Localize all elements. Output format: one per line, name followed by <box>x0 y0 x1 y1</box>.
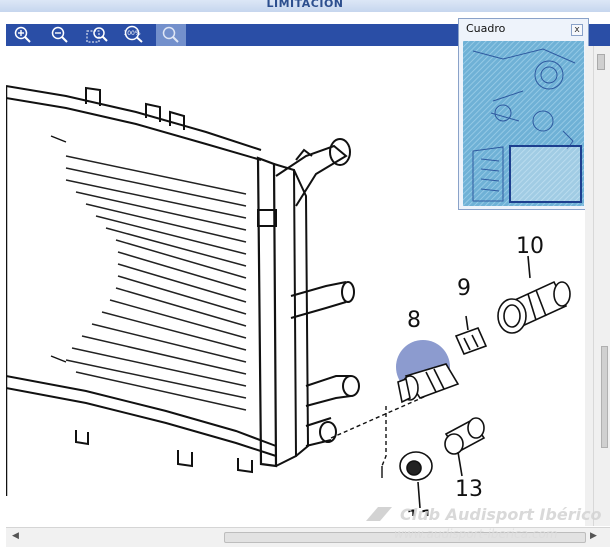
overview-map[interactable] <box>463 41 584 206</box>
window-title-text: LIMITACION <box>266 0 344 10</box>
overview-thumbnail <box>463 41 584 206</box>
zoom-in-icon <box>14 26 31 43</box>
horizontal-scrollbar[interactable]: ◀ ▶ <box>6 527 610 547</box>
zoom-fit-button[interactable] <box>156 24 186 46</box>
vertical-scrollbar[interactable] <box>585 46 610 526</box>
close-icon: x <box>574 25 580 35</box>
callout-11[interactable]: 11 <box>406 507 434 516</box>
callout-10[interactable]: 10 <box>516 234 544 259</box>
window-title: LIMITACION <box>0 0 610 12</box>
sensor-parts-drawing <box>397 255 571 509</box>
zoom-100-button[interactable]: 100% <box>118 24 152 46</box>
callout-9[interactable]: 9 <box>457 276 471 301</box>
overview-viewport-indicator[interactable] <box>509 145 582 203</box>
zoom-100-icon: 100% <box>123 25 143 43</box>
scroll-up-handle[interactable] <box>597 54 605 70</box>
zoom-out-icon <box>51 26 68 43</box>
zoom-out-button[interactable] <box>45 24 75 46</box>
callout-8[interactable]: 8 <box>407 308 421 333</box>
scroll-left-icon[interactable]: ◀ <box>12 531 19 541</box>
horizontal-scroll-thumb[interactable] <box>224 532 586 543</box>
radiator-drawing <box>6 85 427 496</box>
overview-title: Cuadro <box>466 22 506 35</box>
scroll-right-icon[interactable]: ▶ <box>590 531 597 541</box>
zoom-100-label: 100% <box>123 30 140 37</box>
overview-close-button[interactable]: x <box>571 24 583 36</box>
zoom-area-icon <box>86 27 108 43</box>
zoom-fit-icon <box>162 26 179 43</box>
zoom-area-button[interactable] <box>82 24 112 46</box>
overview-panel[interactable]: Cuadro x <box>458 18 589 210</box>
zoom-in-button[interactable] <box>8 24 38 46</box>
scroll-track <box>593 46 594 526</box>
callout-13[interactable]: 13 <box>455 477 483 502</box>
vertical-scroll-thumb[interactable] <box>601 346 608 448</box>
